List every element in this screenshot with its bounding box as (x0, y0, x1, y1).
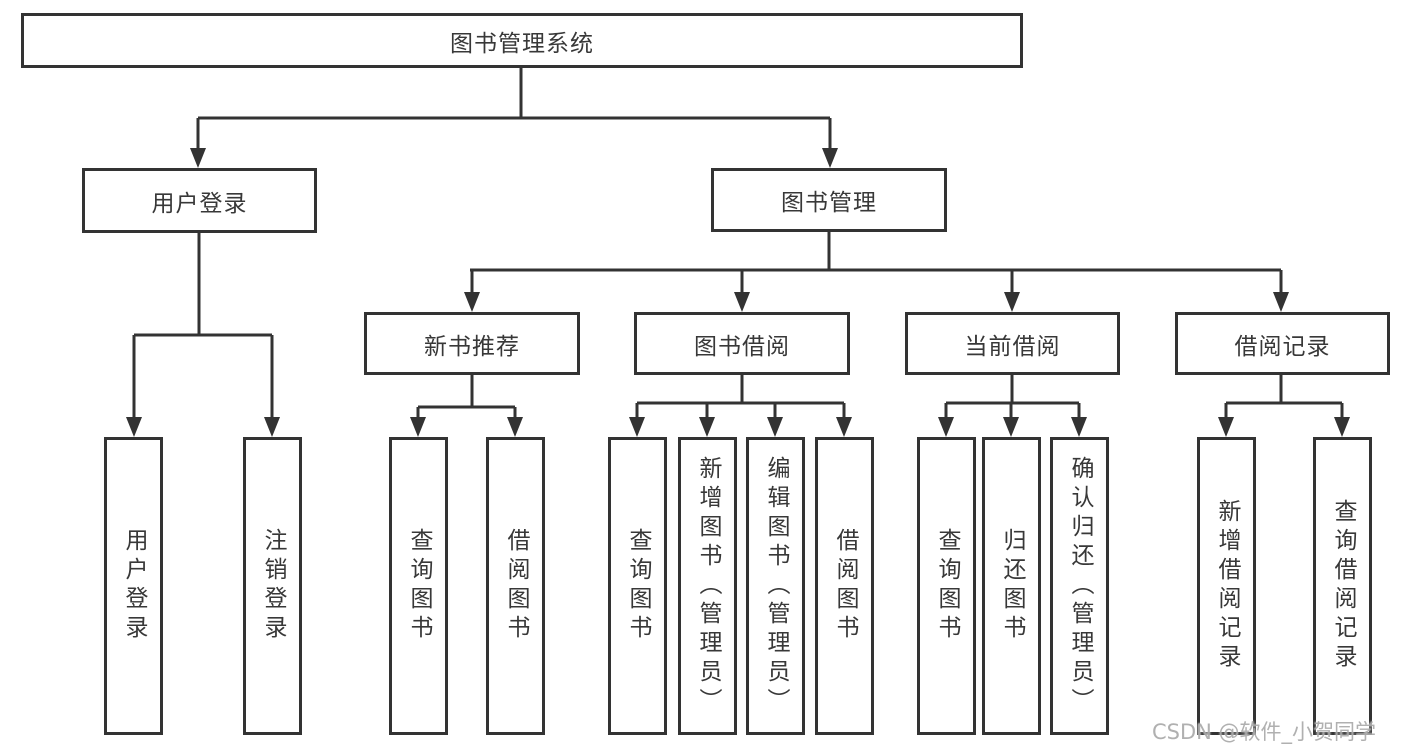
arrowhead (1334, 417, 1350, 437)
leaf-query-borrow-record: 查询借阅记录 (1313, 437, 1372, 735)
connector-root (196, 68, 832, 150)
connector-new-book-group (416, 375, 517, 419)
arrowhead (1218, 417, 1234, 437)
arrowhead (1273, 292, 1289, 312)
leaf-add-borrow-record: 新增借阅记录 (1197, 437, 1256, 735)
leaf-borrow-books-1: 借阅图书 (486, 437, 545, 735)
node-book-borrowing: 图书借阅 (634, 312, 850, 375)
arrowhead (126, 417, 142, 437)
leaf-confirm-return-admin: 确认归还（管理员） (1050, 437, 1109, 735)
leaf-query-books-3: 查询图书 (917, 437, 976, 735)
connector-book-borrow-group (635, 375, 846, 419)
node-user-login-branch: 用户登录 (82, 168, 317, 233)
leaf-user-login: 用户登录 (104, 437, 163, 735)
leaf-return-books: 归还图书 (982, 437, 1041, 735)
arrowhead (1003, 417, 1019, 437)
leaf-logout: 注销登录 (243, 437, 302, 735)
arrowhead (464, 292, 480, 312)
leaf-borrow-books-2: 借阅图书 (815, 437, 874, 735)
arrowhead (822, 148, 838, 168)
leaf-edit-book-admin: 编辑图书（管理员） (746, 437, 805, 735)
arrowhead (1071, 417, 1087, 437)
leaf-query-books-2: 查询图书 (608, 437, 667, 735)
arrowhead (190, 148, 206, 168)
connector-book-management-branch (470, 232, 1283, 294)
arrowhead (836, 417, 852, 437)
connector-current-borrow-group (944, 375, 1081, 419)
arrowhead (938, 417, 954, 437)
node-book-management: 图书管理 (711, 168, 947, 232)
leaf-query-books-1: 查询图书 (389, 437, 448, 735)
arrowhead (410, 417, 426, 437)
watermark: CSDN @软件_小贺同学 (1152, 720, 1377, 744)
arrowhead (1004, 292, 1020, 312)
leaf-add-book-admin: 新增图书（管理员） (678, 437, 737, 735)
arrowhead (629, 417, 645, 437)
connector-user-login-branch (132, 233, 274, 419)
arrowhead (699, 417, 715, 437)
node-new-book-recommend: 新书推荐 (364, 312, 580, 375)
node-borrowing-records: 借阅记录 (1175, 312, 1390, 375)
connector-borrow-record-group (1224, 375, 1344, 419)
arrowhead (734, 292, 750, 312)
arrowhead (767, 417, 783, 437)
arrowhead (264, 417, 280, 437)
arrowhead (507, 417, 523, 437)
node-library-management-system: 图书管理系统 (21, 13, 1023, 68)
node-current-borrowing: 当前借阅 (905, 312, 1120, 375)
